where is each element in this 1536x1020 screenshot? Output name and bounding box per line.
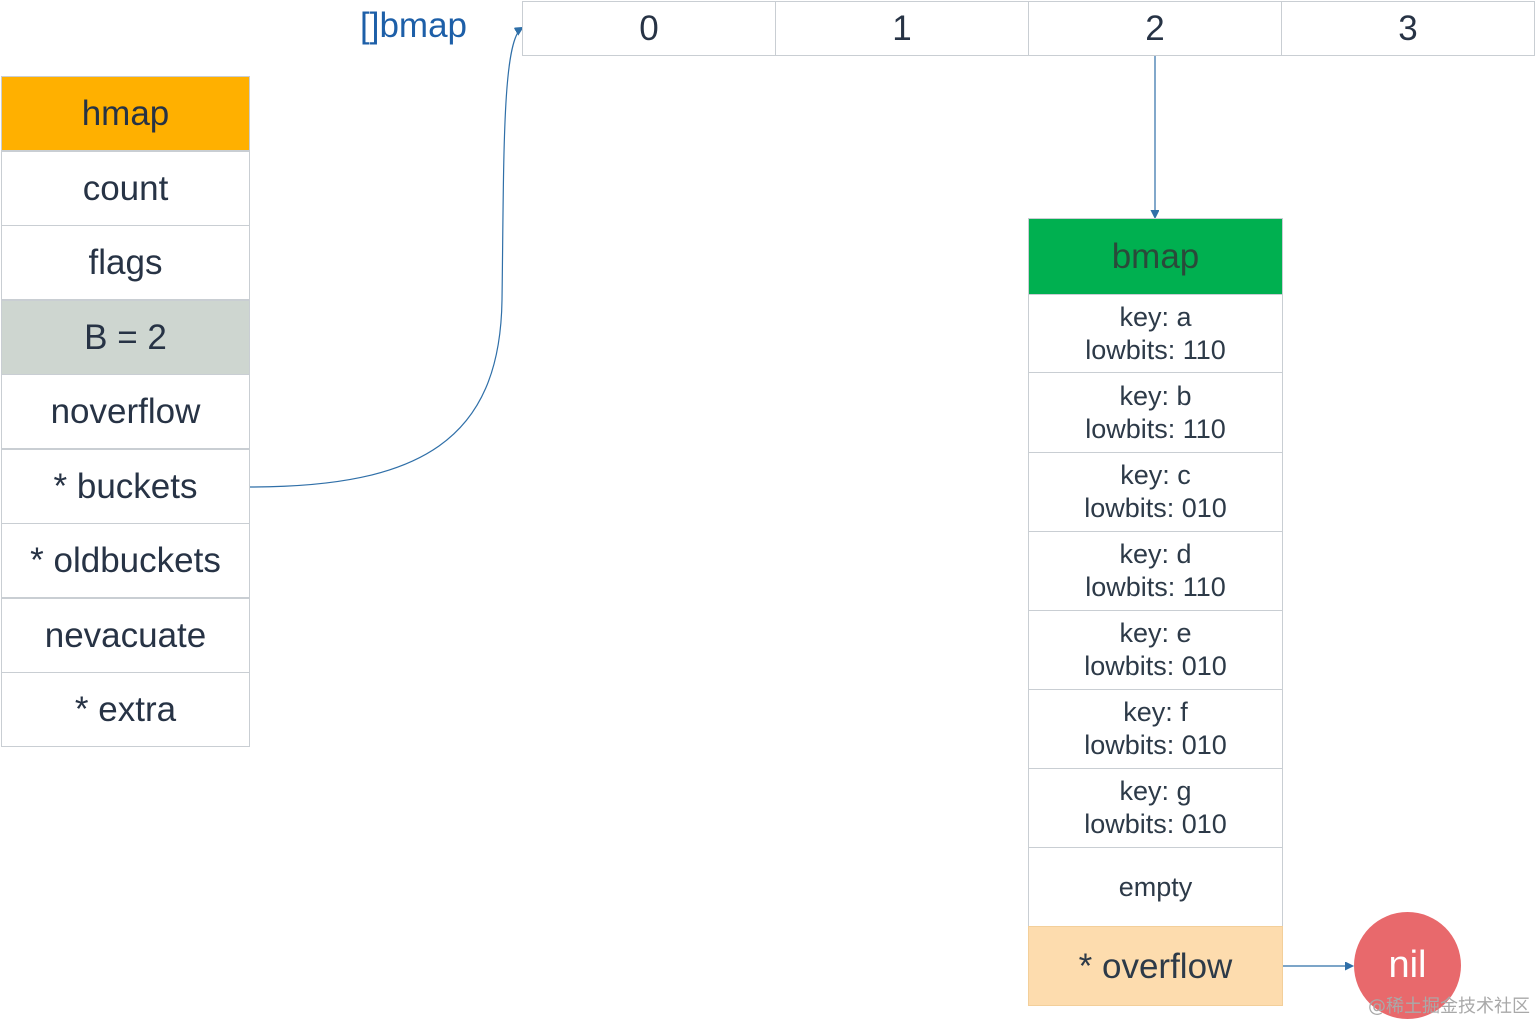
hmap-field-flags: flags [1, 225, 250, 300]
bmap-entry-e: key: e lowbits: 010 [1028, 610, 1283, 690]
bmap-entry-d: key: d lowbits: 110 [1028, 531, 1283, 611]
bucket-array-label: []bmap [360, 6, 467, 45]
hmap-field-b: B = 2 [1, 300, 250, 375]
nil-node: nil [1354, 912, 1461, 1019]
hmap-field-buckets: * buckets [1, 449, 250, 524]
bmap-header: bmap [1028, 218, 1283, 295]
hmap-field-nevacuate: nevacuate [1, 598, 250, 673]
hmap-field-noverflow: noverflow [1, 374, 250, 449]
bmap-entry-c: key: c lowbits: 010 [1028, 452, 1283, 532]
bmap-entry-a: key: a lowbits: 110 [1028, 294, 1283, 373]
bmap-entry-f: key: f lowbits: 010 [1028, 689, 1283, 769]
entry-lowbits: lowbits: 010 [1084, 651, 1227, 681]
entry-key: key: c [1120, 460, 1191, 490]
entry-lowbits: lowbits: 010 [1084, 730, 1227, 760]
watermark: @稀土掘金技术社区 [1368, 996, 1530, 1017]
bucket-index-2: 2 [1028, 1, 1282, 56]
bmap-overflow-field: * overflow [1028, 926, 1283, 1006]
hmap-header: hmap [1, 76, 250, 151]
entry-key: key: d [1119, 539, 1192, 569]
bmap-entry-g: key: g lowbits: 010 [1028, 768, 1283, 848]
entry-key: key: g [1119, 776, 1192, 806]
entry-key: key: f [1123, 697, 1188, 727]
bucket-index-1: 1 [775, 1, 1029, 56]
hmap-field-extra: * extra [1, 672, 250, 747]
entry-key: key: e [1119, 618, 1192, 648]
bmap-entry-b: key: b lowbits: 110 [1028, 372, 1283, 453]
bucket-index-0: 0 [522, 1, 776, 56]
entry-lowbits: lowbits: 110 [1085, 413, 1226, 444]
entry-lowbits: lowbits: 010 [1084, 809, 1227, 839]
hmap-field-oldbuckets: * oldbuckets [1, 523, 250, 598]
entry-lowbits: lowbits: 110 [1085, 334, 1226, 365]
entry-key: key: b [1119, 380, 1192, 411]
bucket-index-3: 3 [1281, 1, 1535, 56]
entry-key: key: a [1119, 301, 1192, 332]
bmap-empty-slot: empty [1028, 847, 1283, 927]
entry-lowbits: lowbits: 110 [1085, 572, 1226, 602]
buckets-pointer-arrow [249, 28, 522, 488]
hmap-field-count: count [1, 151, 250, 226]
entry-lowbits: lowbits: 010 [1084, 493, 1227, 523]
